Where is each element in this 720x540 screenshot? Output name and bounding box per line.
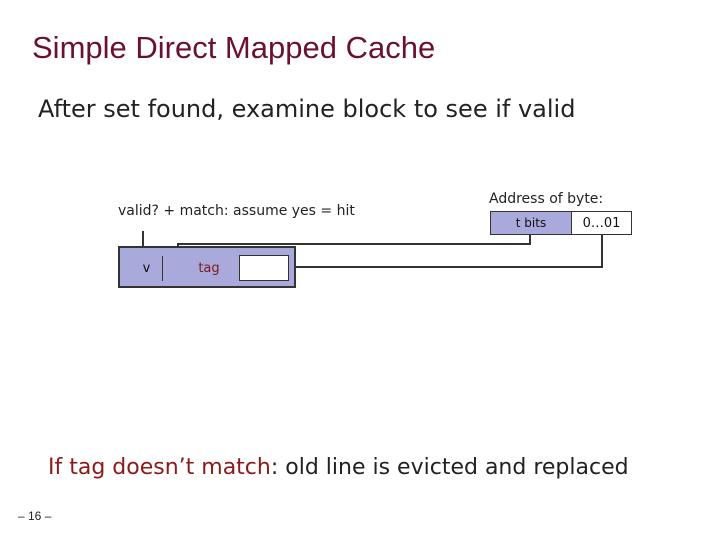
cache-line: v tag (118, 246, 296, 288)
address-box: t bits 0…01 (490, 211, 632, 235)
offset-connector (296, 235, 603, 268)
address-tag-bits: t bits (491, 212, 572, 234)
tag-mismatch-rest: : old line is evicted and replaced (270, 455, 629, 480)
valid-match-label: valid? + match: assume yes = hit (118, 203, 355, 219)
tag-mismatch-highlight: If tag doesn’t match (48, 455, 271, 480)
tag-mismatch-note: If tag doesn’t match: old line is evicte… (48, 455, 629, 480)
slide-title: Simple Direct Mapped Cache (32, 30, 436, 65)
address-offset: 0…01 (572, 212, 631, 234)
block-field (239, 255, 289, 281)
page-number: – 16 – (18, 509, 52, 523)
tag-field: tag (198, 261, 220, 276)
valid-bit-field: v (131, 256, 163, 281)
slide-subtitle: After set found, examine block to see if… (38, 95, 576, 123)
address-label: Address of byte: (489, 191, 604, 207)
